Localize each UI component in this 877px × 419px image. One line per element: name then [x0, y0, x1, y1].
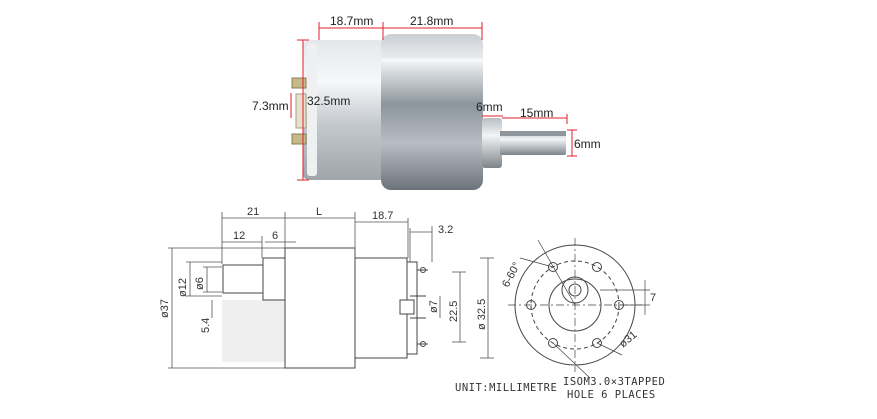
photo-dimension-lines — [290, 22, 577, 181]
dim-dia-7: ø7 — [428, 300, 440, 313]
tapped-hole-note-1: ISOM3.0×3TAPPED — [563, 376, 665, 388]
shaft-flat — [500, 131, 566, 136]
bolt-circle — [530, 260, 620, 350]
dim-L: L — [316, 206, 322, 218]
dim-dia-12: ø12 — [177, 278, 189, 297]
tapped-hole — [592, 338, 602, 348]
tapped-hole-note-2: HOLE 6 PLACES — [567, 389, 656, 401]
dim-dia-37: ø37 — [159, 299, 171, 318]
shaft-outline — [222, 264, 264, 294]
dim-shaft-length: 15mm — [520, 106, 553, 120]
dim-dia-32-5: ø 32.5 — [476, 299, 488, 330]
brush-block — [399, 299, 415, 315]
front-view-drawing — [508, 238, 650, 379]
dim-terminal-offset: 7.3mm — [252, 99, 289, 113]
output-shaft — [500, 131, 566, 155]
dim-shaft-diameter: 6mm — [574, 137, 601, 151]
dim-18-7: 18.7 — [372, 210, 393, 222]
motor-outline — [354, 257, 408, 359]
gearbox-outline — [284, 247, 356, 369]
tapped-hole — [548, 338, 558, 348]
collar-outline — [262, 257, 286, 301]
dim-gearbox-length: 21.8mm — [410, 14, 453, 28]
motor-photo: 18.7mm 21.8mm 32.5mm 7.3mm 6mm 15mm 6mm — [252, 14, 601, 190]
shaft-collar — [482, 118, 502, 168]
end-cap — [307, 44, 317, 176]
dim-6: 6 — [272, 230, 278, 242]
dim-3-2: 3.2 — [438, 224, 453, 236]
dim-motor-diameter: 32.5mm — [307, 94, 350, 108]
terminal-top — [291, 77, 307, 89]
dim-22-5: 22.5 — [448, 301, 460, 322]
dim-dia-6: ø6 — [194, 277, 206, 290]
tapped-hole — [592, 262, 602, 272]
side-view-drawing — [168, 212, 494, 369]
motor-can — [303, 40, 385, 180]
dim-21: 21 — [247, 206, 259, 218]
dim-5-4: 5.4 — [200, 318, 212, 333]
shaft-hole — [568, 283, 582, 297]
terminal-bottom — [291, 133, 307, 145]
tapped-hole — [548, 262, 558, 272]
dim-collar: 6mm — [476, 100, 503, 114]
dim-body-length: 18.7mm — [330, 14, 373, 28]
dim-12: 12 — [233, 230, 245, 242]
gearbox-housing — [381, 34, 483, 190]
dim-7-front: 7 — [650, 292, 656, 304]
terminal-block — [295, 93, 307, 129]
unit-note: UNIT:MILLIMETRE — [455, 382, 557, 394]
